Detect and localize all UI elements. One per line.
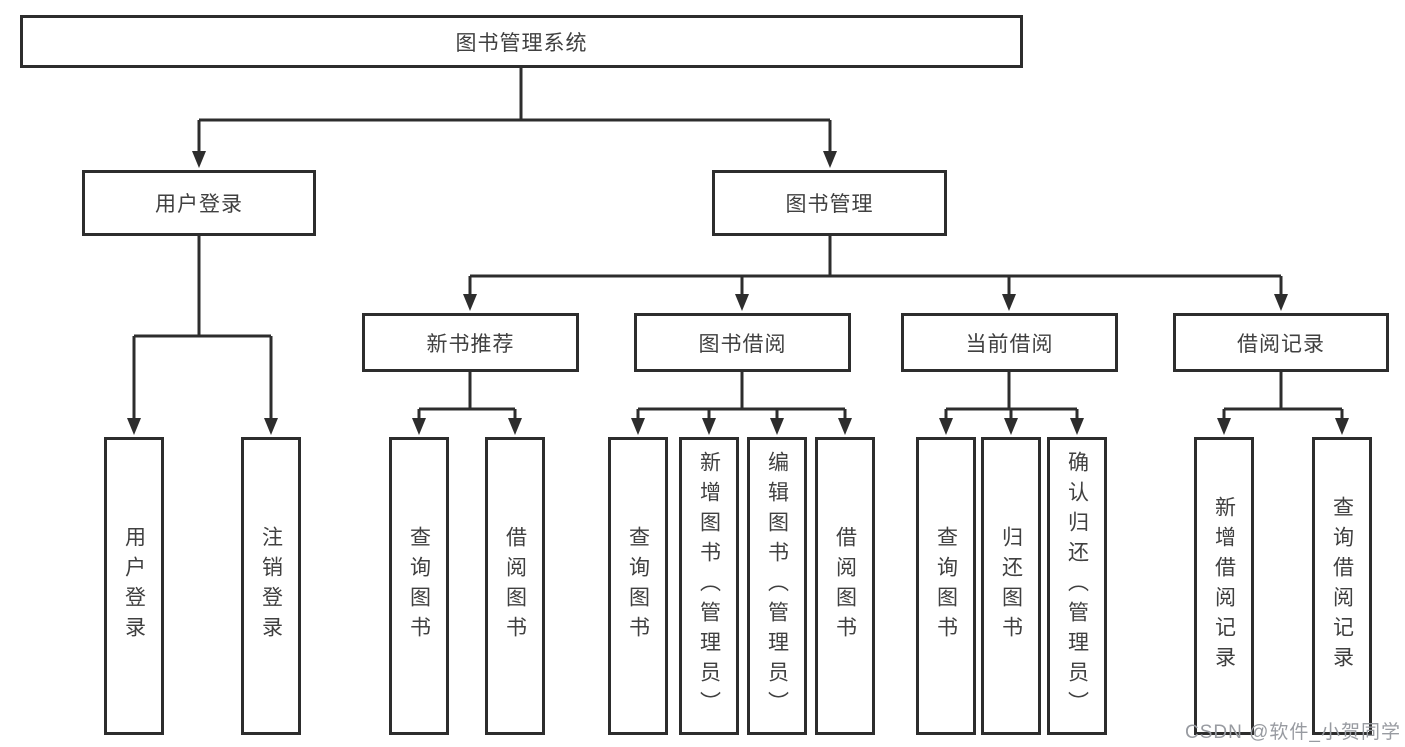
leaf-add-borrow-record-label: 新增借阅记录 [1212, 496, 1236, 676]
node-root-library-system: 图书管理系统 [20, 15, 1023, 68]
node-new-book-recommend: 新书推荐 [362, 313, 579, 372]
node-root-label: 图书管理系统 [455, 31, 588, 55]
leaf-logout: 注销登录 [241, 437, 301, 735]
leaf-logout-label: 注销登录 [259, 526, 283, 646]
leaf-query-borrow-record-label: 查询借阅记录 [1330, 496, 1354, 676]
leaf-current-query-book-label: 查询图书 [934, 526, 958, 646]
leaf-return-book-label: 归还图书 [999, 526, 1023, 646]
leaf-query-borrow-record: 查询借阅记录 [1312, 437, 1372, 735]
leaf-confirm-return-admin: 确认归还（管理员） [1047, 437, 1107, 735]
node-borrow-records: 借阅记录 [1173, 313, 1389, 372]
node-new-book-recommend-label: 新书推荐 [426, 332, 515, 356]
leaf-return-book: 归还图书 [981, 437, 1041, 735]
leaf-current-query-book: 查询图书 [916, 437, 976, 735]
leaf-edit-book-admin: 编辑图书（管理员） [747, 437, 807, 735]
node-book-management: 图书管理 [712, 170, 947, 236]
node-book-borrow-label: 图书借阅 [698, 332, 787, 356]
leaf-borrow-query-book: 查询图书 [608, 437, 668, 735]
node-user-login: 用户登录 [82, 170, 316, 236]
leaf-add-borrow-record: 新增借阅记录 [1194, 437, 1254, 735]
leaf-recommend-query-book: 查询图书 [389, 437, 449, 735]
leaf-recommend-query-book-label: 查询图书 [407, 526, 431, 646]
node-book-borrow: 图书借阅 [634, 313, 851, 372]
csdn-watermark: CSDN @软件_小贺同学 [1185, 722, 1401, 743]
leaf-user-login-label: 用户登录 [122, 526, 146, 646]
leaf-borrow-book-label: 借阅图书 [833, 526, 857, 646]
node-borrow-records-label: 借阅记录 [1237, 332, 1325, 356]
leaf-confirm-return-admin-label: 确认归还（管理员） [1065, 451, 1089, 721]
node-book-management-label: 图书管理 [785, 193, 874, 216]
leaf-recommend-borrow-book: 借阅图书 [485, 437, 545, 735]
leaf-add-book-admin: 新增图书（管理员） [679, 437, 739, 735]
node-current-borrow-label: 当前借阅 [965, 332, 1054, 356]
leaf-borrow-query-book-label: 查询图书 [626, 526, 650, 646]
arrowheads [127, 151, 1349, 435]
leaf-borrow-book: 借阅图书 [815, 437, 875, 735]
leaf-recommend-borrow-book-label: 借阅图书 [503, 526, 527, 646]
leaf-edit-book-admin-label: 编辑图书（管理员） [765, 451, 789, 721]
leaf-add-book-admin-label: 新增图书（管理员） [697, 451, 721, 721]
node-user-login-label: 用户登录 [155, 193, 243, 216]
leaf-user-login: 用户登录 [104, 437, 164, 735]
node-current-borrow: 当前借阅 [901, 313, 1118, 372]
